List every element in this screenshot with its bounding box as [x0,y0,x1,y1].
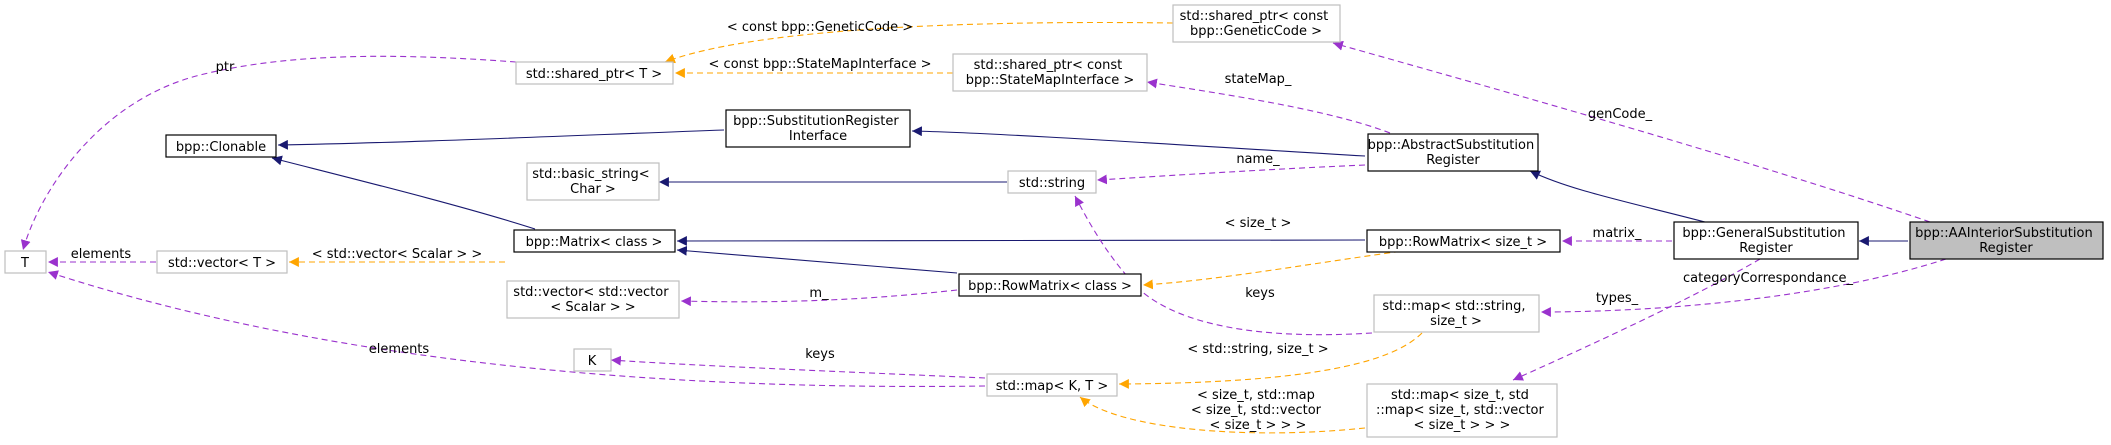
edge-abstract-to-std-string [1096,164,1366,185]
edge-genetic-to-shared-ptr [664,21,1174,64]
label-gencode: genCode_ [1588,107,1653,122]
label-types: types_ [1596,291,1639,306]
node-basic-string[interactable]: std::basic_string< Char > [526,162,660,201]
edge-aa-to-genetic [1332,40,1931,223]
edge-general-to-abstract [1529,170,1706,223]
node-substitution-register-interface[interactable]: bpp::SubstitutionRegister Interface [725,109,911,148]
edge-matrix-to-clonable [271,155,536,230]
node-map-string-size-t[interactable]: std::map< std::string, size_t > [1373,294,1540,333]
edge-general-to-map-size [1512,258,1761,381]
svg-text:bpp::Matrix< class >: bpp::Matrix< class > [526,235,663,250]
node-std-string[interactable]: std::string [1007,170,1097,194]
svg-text:T: T [20,256,29,271]
edge-shared-ptr-to-T [20,55,517,251]
edge-aa-to-map-string [1540,258,1947,317]
edge-abstract-to-sub-reg-interface [911,126,1366,157]
svg-text:std::shared_ptr< const: std::shared_ptr< const bpp::GeneticCode … [1180,9,1333,39]
node-shared-ptr-statemap[interactable]: std::shared_ptr< const bpp::StateMapInte… [952,53,1148,92]
edge-map-string-to-std-string [1074,195,1373,336]
label-elements-map: elements [369,342,430,357]
label-m: m_ [809,286,829,301]
node-shared-ptr-genetic-code[interactable]: std::shared_ptr< const bpp::GeneticCode … [1172,4,1341,43]
label-statemap: stateMap_ [1225,72,1292,87]
label-size-t: < size_t > [1225,216,1292,231]
svg-text:bpp::SubstitutionRegister: bpp::SubstitutionRegister Interface [733,114,903,144]
edge-rowmatrix-class-to-vector-vector [680,289,958,307]
label-string-size-t: < std::string, size_t > [1187,342,1328,357]
svg-text:bpp::GeneralSubstitution: bpp::GeneralSubstitution Register [1682,226,1849,256]
label-elements-vector: elements [71,247,132,262]
svg-text:bpp::AbstractSubstitution: bpp::AbstractSubstitution Register [1368,138,1539,168]
svg-text:K: K [588,354,597,369]
edge-map-size-to-map-KT [1079,396,1366,434]
svg-text:bpp::RowMatrix< size_t >: bpp::RowMatrix< size_t > [1379,235,1547,250]
svg-text:bpp::AAInteriorSubstitution: bpp::AAInteriorSubstitution Register [1915,226,2097,256]
label-matrix: matrix_ [1593,226,1642,241]
svg-text:std::shared_ptr< const: std::shared_ptr< const bpp::StateMapInte… [966,58,1135,88]
edges [20,21,1947,434]
edge-sub-reg-interface-to-clonable [277,129,725,150]
svg-text:std::map< size_t, std: std::map< size_t, std ::map< size_t, std… [1376,388,1548,433]
label-const-statemap: < const bpp::StateMapInterface > [709,57,932,72]
label-ptr: ptr [216,60,235,75]
label-size-t-map: < size_t, std::map < size_t, std::vector… [1191,388,1325,433]
svg-text:std::map< K, T >: std::map< K, T > [996,379,1109,394]
svg-text:bpp::Clonable: bpp::Clonable [176,140,266,155]
node-shared-ptr-T[interactable]: std::shared_ptr< T > [515,61,674,85]
node-matrix-class[interactable]: bpp::Matrix< class > [513,229,676,253]
node-T[interactable]: T [4,250,47,274]
svg-text:std::string: std::string [1019,176,1085,191]
node-K[interactable]: K [573,348,612,372]
svg-text:std::shared_ptr< T >: std::shared_ptr< T > [526,67,662,82]
svg-text:std::basic_string< Cha: std::basic_string< Char > [532,167,653,197]
svg-text:std::map< std::string,: std::map< std::string, size_t > [1382,299,1529,329]
label-vector-scalar: < std::vector< Scalar > > [312,247,483,262]
edge-map-KT-to-K [610,355,986,379]
node-map-K-T[interactable]: std::map< K, T > [986,373,1118,397]
node-general-substitution-register[interactable]: bpp::GeneralSubstitution Register [1673,221,1859,260]
svg-text:std::vector< T >: std::vector< T > [168,256,276,271]
edge-map-KT-to-T [47,270,986,388]
edge-rowmatrix-class-to-matrix [676,245,958,274]
nodes: T std::shared_ptr< T > std::shared_ptr< … [4,4,2104,438]
node-map-size-map[interactable]: std::map< size_t, std ::map< size_t, std… [1366,383,1558,438]
node-abstract-substitution-register[interactable]: bpp::AbstractSubstitution Register [1367,133,1539,172]
edge-labels: ptr < const bpp::GeneticCode > < const b… [71,20,1854,433]
label-keys-map: keys [805,347,835,362]
edge-rowmatrix-size-to-rowmatrix-class [1142,249,1411,290]
node-vector-vector-scalar[interactable]: std::vector< std::vector < Scalar > > [506,280,680,319]
node-aa-interior-substitution-register[interactable]: bpp::AAInteriorSubstitution Register [1909,221,2104,260]
label-keys-string: keys [1245,286,1275,301]
edge-abstract-to-statemap [1146,78,1391,134]
label-category-correspondance: categoryCorrespondance_ [1683,271,1853,286]
label-const-genetic: < const bpp::GeneticCode > [727,20,913,35]
node-rowmatrix-size-t[interactable]: bpp::RowMatrix< size_t > [1366,229,1561,253]
label-name: name_ [1236,152,1280,167]
node-clonable[interactable]: bpp::Clonable [165,134,277,158]
svg-text:std::vector< std::vector: std::vector< std::vector < Scalar > > [513,285,672,315]
node-rowmatrix-class[interactable]: bpp::RowMatrix< class > [958,273,1142,297]
svg-text:bpp::RowMatrix< class >: bpp::RowMatrix< class > [968,279,1132,294]
node-vector-T[interactable]: std::vector< T > [156,250,288,274]
edge-map-string-to-map-KT [1118,332,1423,389]
edge-rowmatrix-size-to-matrix [676,236,1366,246]
